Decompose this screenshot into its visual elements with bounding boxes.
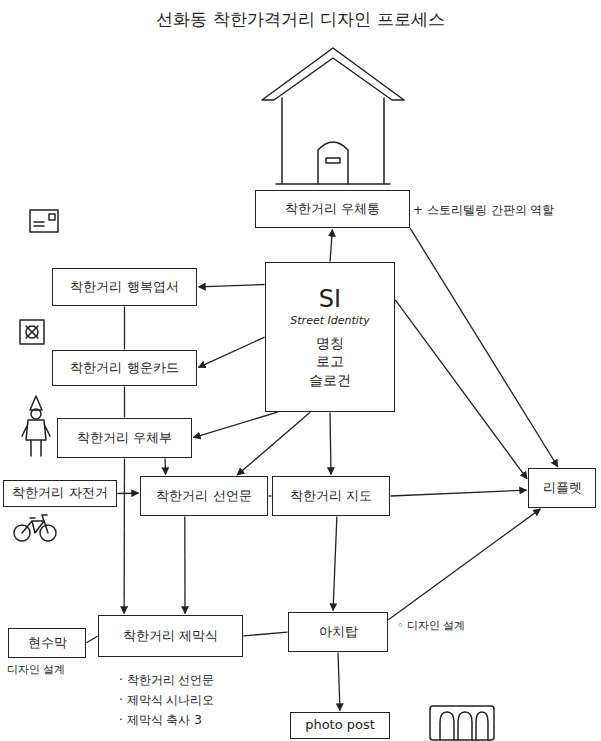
node-text: 착한거리 행운카드 — [70, 360, 178, 376]
note-label: ◦ 디자인 설계 — [396, 618, 466, 633]
connector-arrow — [184, 517, 185, 614]
card-flower — [26, 326, 38, 338]
process-box: 착한거리 제막식 — [98, 615, 243, 657]
connector-arrow — [243, 632, 287, 636]
process-box: 착한거리 행운카드 — [52, 350, 197, 386]
connector-arrow — [198, 337, 264, 367]
mail-slot — [326, 158, 340, 163]
title: 선화동 착한가격거리 디자인 프로세스 — [0, 8, 601, 31]
node-text: 아치탑 — [319, 624, 358, 640]
node-text: 명칭 — [316, 334, 344, 353]
connector-arrow — [124, 307, 125, 350]
card-flower-petals — [26, 326, 38, 338]
process-box: 착한거리 지도 — [272, 476, 390, 516]
node-text: 착한거리 우체부 — [77, 430, 172, 446]
node-text: SI — [319, 284, 341, 314]
connector-arrow — [117, 492, 138, 494]
node-text: 착한거리 지도 — [290, 488, 372, 504]
postcard-lines — [34, 214, 55, 226]
note-label: · 제막식 축사 3 — [118, 712, 203, 729]
process-box: 아치탑 — [288, 612, 388, 652]
photo-post-icon — [430, 706, 494, 740]
connector-arrow — [164, 458, 166, 474]
process-box: 착한거리 우체통 — [255, 190, 410, 228]
house-walls — [276, 98, 390, 184]
process-box: 리플렛 — [528, 468, 596, 508]
connector-arrow — [123, 459, 125, 614]
process-box: 착한거리 우체부 — [57, 418, 192, 458]
connector-arrow — [395, 300, 527, 479]
node-text: 리플렛 — [543, 480, 582, 496]
connector-arrow — [330, 229, 332, 261]
connector-arrow — [329, 412, 331, 474]
note-label: · 착한거리 선언문 — [118, 672, 215, 689]
house-door — [318, 142, 348, 184]
connector-arrow — [86, 636, 97, 642]
photo-post-figures — [440, 712, 488, 740]
connector-arrow — [390, 490, 526, 496]
process-box: 착한거리 선언문 — [140, 476, 268, 516]
card-icon — [20, 320, 44, 344]
node-text: photo post — [305, 717, 375, 733]
node-text: 착한거리 자전거 — [12, 485, 107, 501]
postman-body — [22, 420, 50, 456]
node-text: 착한거리 우체통 — [285, 201, 380, 217]
connector-arrow — [410, 228, 558, 466]
node-text: 착한거리 제막식 — [123, 628, 218, 644]
identity-box: SIStreet Identity 명칭로고슬로건 — [265, 262, 395, 412]
process-box: 착한거리 행복엽서 — [52, 268, 197, 306]
bicycle-frame — [22, 515, 48, 533]
process-box: 착한거리 자전거 — [3, 480, 117, 507]
node-text: Street Identity — [290, 314, 369, 328]
node-text: 현수막 — [28, 635, 67, 651]
postcard-icon — [30, 210, 58, 232]
postman-hat — [30, 396, 42, 410]
node-text: 슬로건 — [309, 371, 351, 390]
connector-arrow — [388, 509, 540, 620]
note-label: + 스토리텔링 간판의 역할 — [412, 202, 556, 219]
node-text: 로고 — [316, 352, 344, 371]
house-roof — [262, 48, 404, 100]
process-box: photo post — [290, 712, 390, 739]
node-text: 착한거리 행복엽서 — [70, 279, 178, 295]
connector-arrow — [237, 412, 310, 475]
note-label: · 제막식 시나리오 — [118, 692, 215, 709]
connector-arrow — [198, 285, 264, 287]
connector-arrow — [124, 387, 125, 418]
process-box: 현수막 — [8, 628, 86, 658]
connector-arrow — [333, 516, 337, 610]
node-text: 착한거리 선언문 — [156, 488, 251, 504]
connector-arrow — [338, 652, 340, 710]
connector-arrow — [193, 412, 277, 437]
postman-head — [31, 409, 41, 419]
note-label: 디자인 설계 — [6, 662, 67, 677]
